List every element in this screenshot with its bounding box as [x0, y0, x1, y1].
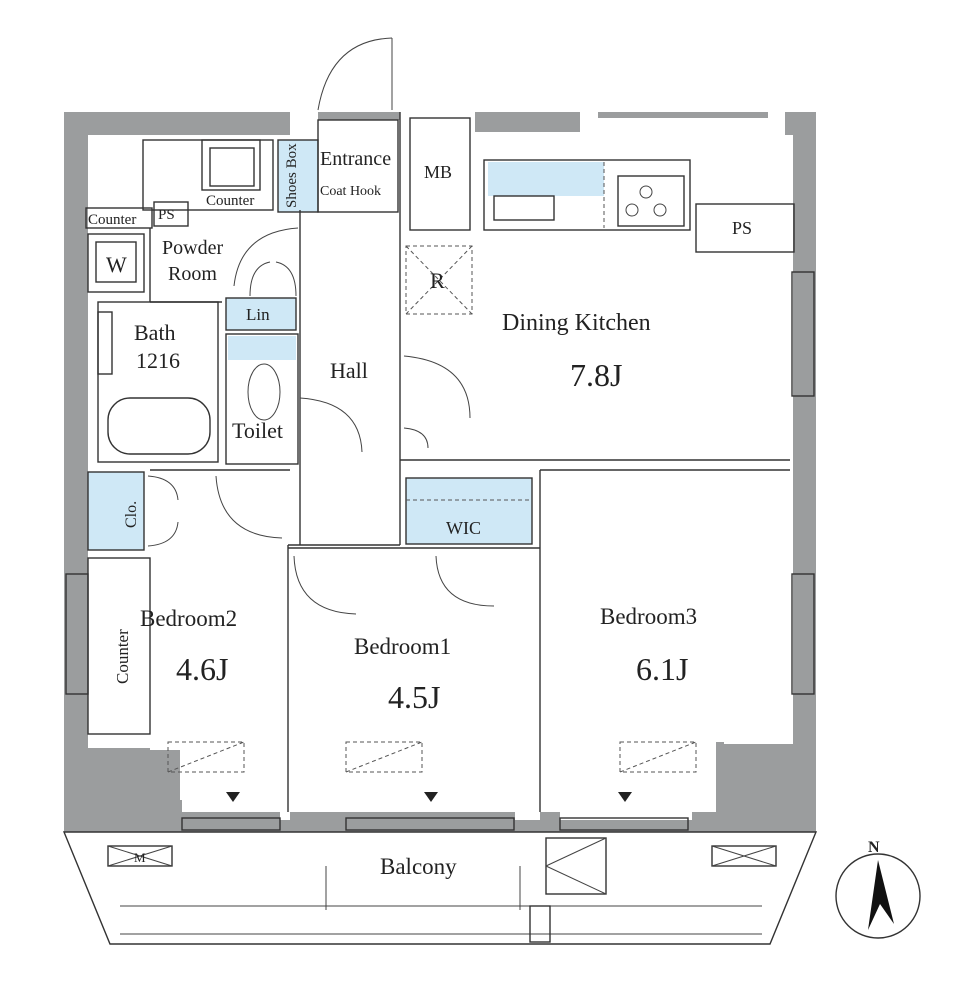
north-arrow-icon — [868, 860, 894, 930]
interior-walls — [65, 112, 815, 831]
counter-bed2-label: Counter — [113, 629, 132, 684]
ps-right-label: PS — [732, 218, 752, 238]
dining-kitchen-size: 7.8J — [570, 357, 622, 393]
mb-label: MB — [424, 162, 452, 182]
washer-label: W — [106, 252, 127, 277]
door-swings — [147, 227, 495, 615]
counter-small-label: Counter — [88, 212, 136, 228]
bedroom3-label: Bedroom3 — [600, 604, 697, 629]
entrance-label: Entrance — [320, 148, 391, 170]
bedroom2-size: 4.6J — [176, 651, 228, 687]
toilet-label: Toilet — [232, 418, 283, 443]
ps-left-label: PS — [158, 207, 175, 223]
shoes-box-label: Shoes Box — [284, 143, 300, 208]
compass-north-label: N — [868, 839, 880, 856]
bath-size-label: 1216 — [136, 348, 180, 373]
coat-hook-label: Coat Hook — [320, 184, 381, 199]
outer-walls — [64, 112, 816, 832]
lin-label: Lin — [246, 305, 270, 324]
balcony-label: Balcony — [380, 854, 457, 879]
aircon-mark-label: M — [134, 850, 146, 865]
counter-top-label: Counter — [206, 193, 254, 209]
bedroom1-size: 4.5J — [388, 679, 440, 715]
bedroom1-label: Bedroom1 — [354, 634, 451, 659]
refrigerator-label: R — [430, 268, 445, 293]
balcony — [62, 831, 818, 945]
labels: Entrance Coat Hook Shoes Box MB Counter … — [88, 143, 880, 879]
closet-label: Clo. — [123, 501, 140, 528]
bedroom2-label: Bedroom2 — [140, 606, 237, 631]
entrance-door — [317, 37, 393, 111]
wic-label: WIC — [446, 518, 481, 538]
compass — [835, 853, 921, 939]
dining-kitchen-label: Dining Kitchen — [502, 310, 651, 336]
bedroom3-size: 6.1J — [636, 651, 688, 687]
bath-label: Bath — [134, 320, 176, 345]
hall-label: Hall — [330, 358, 368, 383]
